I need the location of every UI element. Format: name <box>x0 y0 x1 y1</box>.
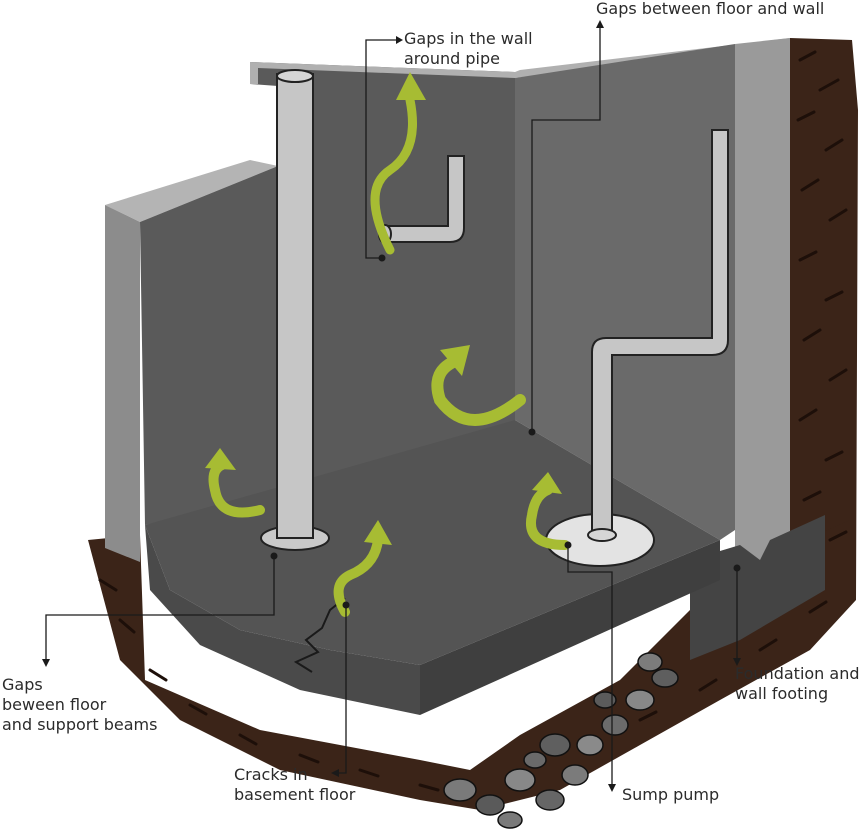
label-cracks: Cracks in basement floor <box>234 765 356 804</box>
soil-hatching <box>98 50 848 792</box>
label-foundation: Foundation and wall footing <box>735 664 862 703</box>
radon-arrowhead-corner <box>440 345 470 376</box>
radon-arrow-crack <box>333 535 383 617</box>
right-wall-edge <box>735 38 790 572</box>
leader-cracks <box>338 605 347 774</box>
back-right-wall <box>515 44 735 540</box>
left-wall-edge <box>105 205 140 562</box>
leader-sump <box>567 545 613 785</box>
label-sump: Sump pump <box>622 785 719 804</box>
radon-arrowhead-beam <box>205 448 236 470</box>
sump-pump <box>545 129 729 567</box>
radon-arrow-beam <box>208 460 265 518</box>
label-wall-pipe: Gaps in the wall around pipe <box>404 29 538 68</box>
radon-arrow-sump <box>525 485 570 550</box>
radon-arrow-pipe <box>370 95 417 255</box>
leader-support-beams <box>45 556 275 660</box>
footing <box>690 515 825 660</box>
leader-lines <box>42 20 741 792</box>
soil-right <box>790 38 858 600</box>
floor-top <box>145 420 720 665</box>
radon-arrow-corner <box>431 354 526 426</box>
gravel-pile <box>443 652 679 829</box>
left-wall-cap <box>105 160 278 222</box>
support-beam <box>260 69 330 551</box>
radon-arrowhead-crack <box>364 520 392 545</box>
back-wall-top <box>250 38 790 84</box>
radon-arrowhead-pipe <box>396 72 426 100</box>
soil-bottom <box>88 520 856 810</box>
back-left-wall <box>140 62 515 525</box>
radon-arrowhead-sump <box>532 472 562 494</box>
floor-crack <box>293 597 346 673</box>
leader-wall-pipe <box>365 39 396 259</box>
leader-floor-wall <box>531 26 601 432</box>
floor-left-front <box>145 525 420 715</box>
label-floor-wall: Gaps between floor and wall <box>596 0 824 18</box>
label-support-beams: Gaps beween floor and support beams <box>2 675 157 734</box>
floor-front <box>420 540 720 715</box>
radon-arrows <box>205 72 570 617</box>
